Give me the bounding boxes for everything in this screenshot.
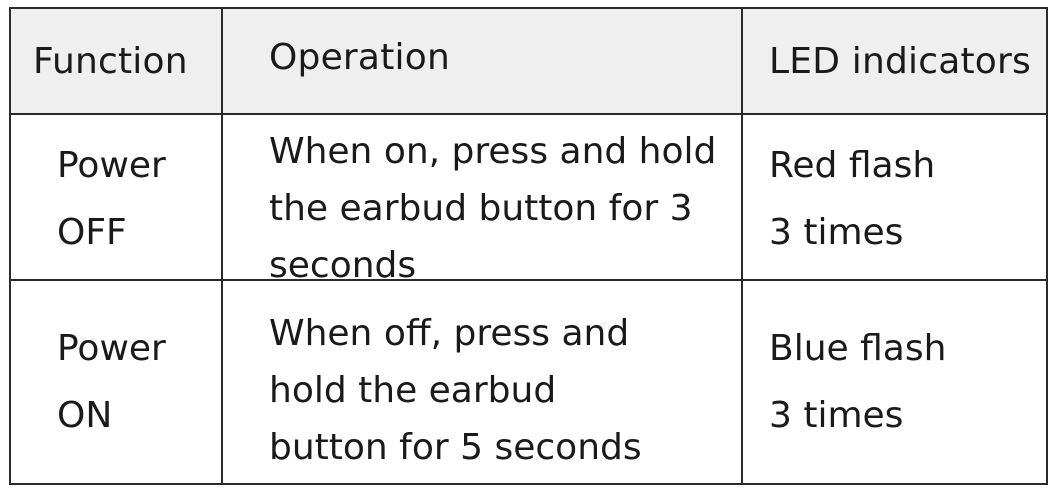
operation-text-line: seconds [269, 245, 417, 281]
function-text-line: Power [57, 145, 166, 186]
header-led-indicators: LED indicators [743, 9, 1046, 115]
row-power-on-function: Power ON [11, 281, 223, 483]
row-power-off-operation: When on, press and hold the earbud butto… [223, 115, 743, 281]
operation-text-line: the earbud button for 3 [269, 188, 693, 229]
row-power-off-led: Red flash 3 times [743, 115, 1046, 281]
operation-text-line: When on, press and hold [269, 131, 717, 172]
header-operation: Operation [223, 9, 743, 115]
led-text-line: 3 times [769, 395, 904, 436]
header-led-indicators-label: LED indicators [769, 40, 1031, 82]
function-text-line: Power [57, 328, 166, 369]
function-text-line: ON [57, 395, 113, 436]
function-table: Function Operation LED indicators Power … [9, 7, 1048, 485]
header-function-label: Function [33, 40, 188, 82]
led-text-line: Red flash [769, 145, 936, 186]
operation-text-line: button for 5 seconds [269, 427, 642, 468]
header-operation-label: Operation [269, 36, 450, 78]
operation-text-line: hold the earbud [269, 370, 557, 411]
row-power-on-led: Blue flash 3 times [743, 281, 1046, 483]
row-power-off-function: Power OFF [11, 115, 223, 281]
led-text-line: 3 times [769, 212, 904, 253]
function-text-line: OFF [57, 212, 127, 253]
row-power-on-operation: When off, press and hold the earbud butt… [223, 281, 743, 483]
operation-text-line: When off, press and [269, 313, 630, 354]
header-function: Function [11, 9, 223, 115]
led-text-line: Blue flash [769, 328, 947, 369]
